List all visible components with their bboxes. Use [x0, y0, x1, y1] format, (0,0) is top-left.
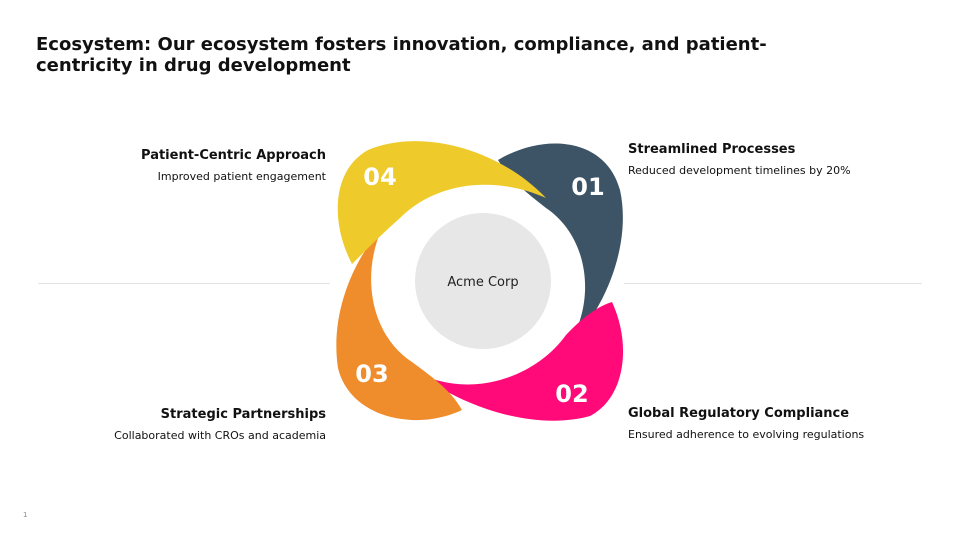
step-number-01: 01 — [571, 173, 604, 201]
step-02-title: Global Regulatory Compliance — [628, 406, 850, 421]
step-number-02: 02 — [555, 380, 588, 408]
step-04-label: Patient-Centric Approach Improved patien… — [26, 147, 326, 184]
step-04-description: Improved patient engagement — [157, 170, 326, 183]
step-01-title: Streamlined Processes — [628, 142, 796, 157]
step-number-03: 03 — [355, 360, 388, 388]
step-02-label: Global Regulatory Compliance Ensured adh… — [628, 405, 928, 442]
center-label: Acme Corp — [447, 275, 518, 290]
petal-02 — [416, 302, 624, 421]
petal-01 — [498, 143, 623, 348]
step-03-title: Strategic Partnerships — [160, 407, 326, 422]
right-divider-line — [624, 283, 922, 284]
page-number: 1 — [23, 511, 28, 519]
left-divider-line — [38, 283, 330, 284]
step-03-description: Collaborated with CROs and academia — [114, 429, 326, 442]
step-03-label: Strategic Partnerships Collaborated with… — [26, 406, 326, 443]
slide-title: Ecosystem: Our ecosystem fosters innovat… — [36, 34, 767, 76]
step-01-label: Streamlined Processes Reduced developmen… — [628, 141, 928, 178]
petal-03 — [336, 228, 462, 421]
step-02-description: Ensured adherence to evolving regulation… — [628, 428, 865, 441]
step-04-title: Patient-Centric Approach — [141, 148, 326, 163]
petal-04 — [337, 141, 546, 264]
step-number-04: 04 — [363, 163, 396, 191]
step-01-description: Reduced development timelines by 20% — [628, 164, 851, 177]
center-circle — [415, 213, 551, 349]
